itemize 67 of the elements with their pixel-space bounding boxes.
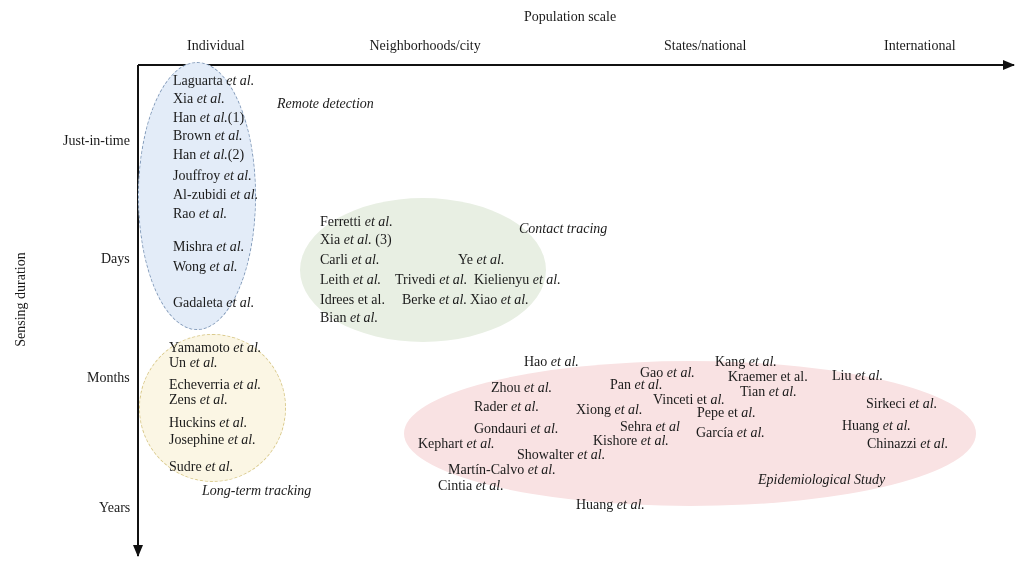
- axis-label: Neighborhoods/city: [369, 37, 481, 54]
- axis-title: Sensing duration: [11, 252, 29, 347]
- axis-label: Years: [99, 499, 131, 516]
- reference-text: Cintia et al.: [438, 477, 504, 494]
- reference-text: Gadaleta et al.: [173, 294, 255, 311]
- reference-text: Han et al.(2): [173, 146, 245, 163]
- reference-text: Xiong et al.: [576, 401, 643, 418]
- reference-text: Xia et al.: [173, 90, 225, 107]
- reference-text: Trivedi et al.: [395, 271, 468, 288]
- reference-text: Sehra et al: [620, 418, 680, 435]
- axis-label: Days: [101, 250, 130, 267]
- reference-text: Rao et al.: [173, 205, 228, 222]
- reference-text: Zens et al.: [169, 391, 228, 408]
- axis-title: Population scale: [524, 8, 617, 25]
- axis-label: International: [884, 37, 956, 54]
- axis-label: Months: [87, 369, 130, 386]
- reference-text: Sudre et al.: [169, 458, 234, 475]
- reference-text: Yamamoto et al.: [169, 339, 262, 356]
- reference-text: Carli et al.: [320, 251, 380, 268]
- reference-text: Xiao et al.: [470, 291, 529, 308]
- reference-text: Han et al.(1): [173, 109, 245, 126]
- reference-text: Sirkeci et al.: [866, 395, 938, 412]
- reference-text: Huckins et al.: [169, 414, 248, 431]
- reference-text: Liu et al.: [832, 367, 883, 384]
- reference-text: Brown et al.: [173, 127, 243, 144]
- reference-text: Showalter et al.: [517, 446, 606, 463]
- group-title: Epidemiological Study: [758, 471, 886, 488]
- reference-text: Bian et al.: [320, 309, 378, 326]
- reference-text: Tian et al.: [740, 383, 797, 400]
- reference-text: Un et al.: [169, 354, 218, 371]
- axis-label: Just-in-time: [63, 132, 130, 149]
- reference-text: Hao et al.: [524, 353, 579, 370]
- reference-text: Huang et al.: [842, 417, 911, 434]
- reference-text: Ferretti et al.: [320, 213, 393, 230]
- reference-text: Wong et al.: [173, 258, 238, 275]
- reference-text: Zhou et al.: [491, 379, 553, 396]
- reference-text: Martín-Calvo et al.: [448, 461, 556, 478]
- reference-text: Gondauri et al.: [474, 420, 559, 437]
- reference-text: Huang et al.: [576, 496, 645, 513]
- reference-text: Pepe et al.: [697, 404, 756, 421]
- axis-label: Individual: [187, 37, 245, 54]
- reference-text: Josephine et al.: [169, 431, 256, 448]
- reference-text: Leith et al.: [320, 271, 382, 288]
- reference-text: Kephart et al.: [418, 435, 495, 452]
- reference-text: Pan et al.: [610, 377, 663, 393]
- reference-text: Kielienyu et al.: [474, 271, 561, 288]
- reference-text: García et al.: [696, 424, 765, 441]
- axis-label: States/national: [664, 37, 747, 54]
- reference-text: Kishore et al.: [593, 432, 669, 449]
- reference-text: Chinazzi et al.: [867, 435, 949, 452]
- reference-text: Laguarta et al.: [173, 72, 255, 89]
- reference-text: Kang et al.: [715, 353, 777, 370]
- reference-text: Vinceti et al.: [653, 391, 725, 407]
- reference-text: Mishra et al.: [173, 238, 245, 255]
- reference-text: Ye et al.: [458, 251, 505, 268]
- reference-text: Gao et al.: [640, 364, 695, 380]
- reference-text: Jouffroy et al.: [173, 167, 252, 184]
- reference-text: Xia et al. (3): [320, 231, 392, 248]
- reference-text: Al-zubidi et al.: [173, 186, 259, 203]
- reference-text: Berke et al.: [402, 291, 467, 308]
- reference-text: Idrees et al.: [320, 291, 385, 308]
- reference-text: Rader et al.: [474, 398, 539, 415]
- reference-text: Kraemer et al.: [728, 369, 808, 385]
- group-title: Remote detection: [277, 95, 374, 112]
- group-title: Long-term tracking: [202, 482, 312, 499]
- group-title: Contact tracing: [519, 220, 608, 237]
- reference-text: Echeverria et al.: [169, 376, 262, 393]
